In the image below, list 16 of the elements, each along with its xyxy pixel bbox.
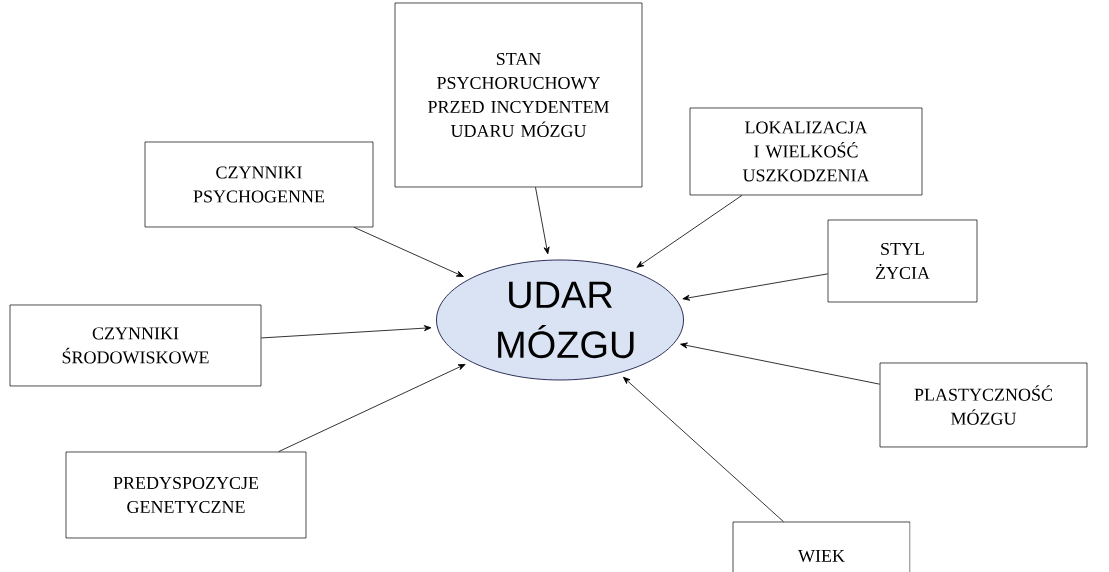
arrow <box>260 325 432 339</box>
factor-box: WIEK <box>732 521 911 572</box>
arrow <box>278 364 466 453</box>
arrow <box>680 342 881 385</box>
factor-box: PREDYSPOZYCJE GENETYCZNE <box>65 451 307 539</box>
factor-box: CZYNNIKI PSYCHOGENNE <box>144 141 374 228</box>
factor-box: LOKALIZACJA I WIELKOŚĆ USZKODZENIA <box>689 107 923 196</box>
arrow <box>353 226 464 277</box>
arrow <box>535 186 550 255</box>
arrow <box>623 376 784 523</box>
factor-box: STYL ŻYCIA <box>827 219 978 303</box>
factor-box: PLASTYCZNOŚĆ MÓZGU <box>879 362 1088 448</box>
factor-box: CZYNNIKI ŚRODOWISKOWE <box>9 304 262 387</box>
arrow <box>682 273 829 301</box>
factor-box: STAN PSYCHORUCHOWY PRZED INCYDENTEM UDARU MÓZGU <box>394 2 643 188</box>
arrow <box>636 194 743 268</box>
